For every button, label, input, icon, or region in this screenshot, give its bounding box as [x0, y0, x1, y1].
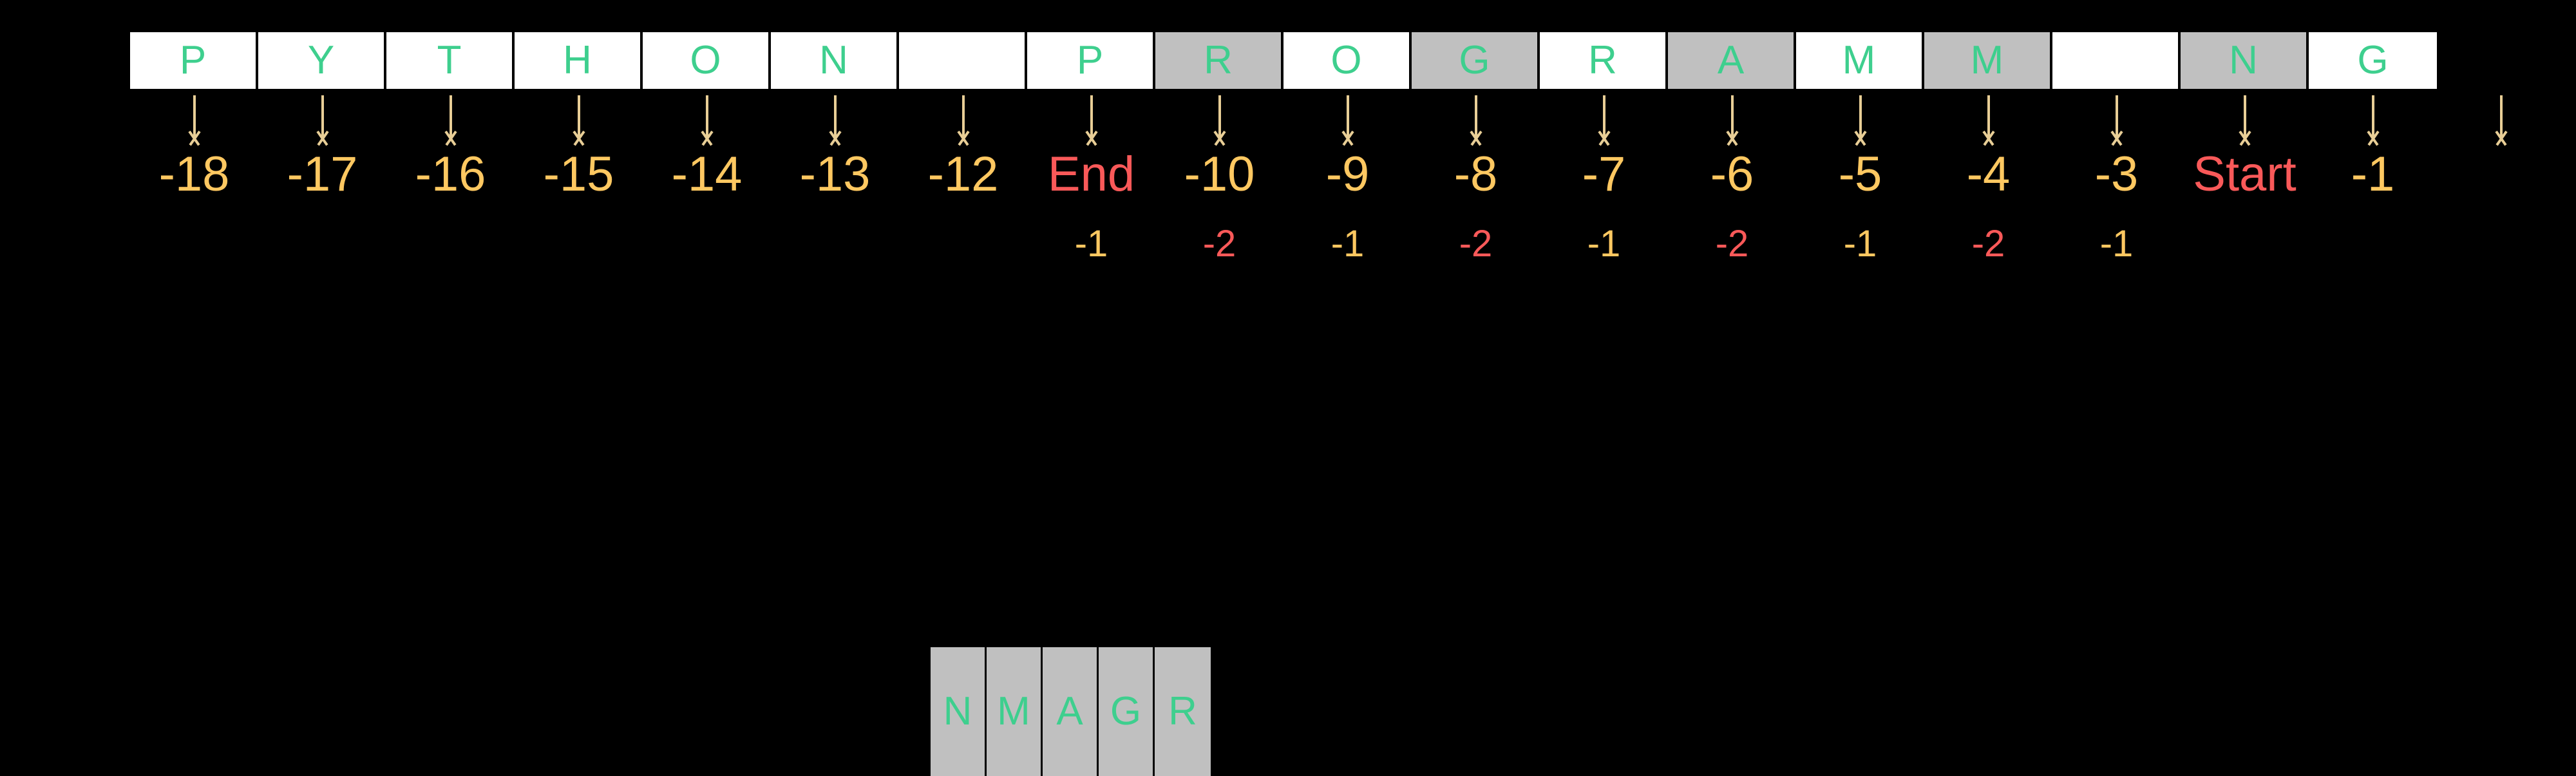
step-label: -2	[1202, 223, 1236, 265]
index-number: -10	[1184, 147, 1255, 202]
index-number: -12	[927, 147, 999, 202]
string-cell: G	[1412, 32, 1540, 89]
step-label: -1	[1331, 223, 1365, 265]
step-label: -1	[1587, 223, 1621, 265]
index-number: -9	[1325, 147, 1370, 202]
index-marker-start: Start	[2193, 147, 2297, 202]
index-number: -13	[799, 147, 871, 202]
string-cell: P	[130, 32, 258, 89]
string-cell: O	[1283, 32, 1412, 89]
string-cell: O	[643, 32, 771, 89]
step-label: -2	[1971, 223, 2005, 265]
step-label: -2	[1715, 223, 1749, 265]
string-cell: R	[1540, 32, 1668, 89]
index-number: -8	[1454, 147, 1498, 202]
step-label: -1	[1074, 223, 1108, 265]
index-number: -17	[287, 147, 358, 202]
string-cell: P	[1027, 32, 1155, 89]
result-cell: M	[987, 647, 1043, 776]
string-cell: G	[2309, 32, 2437, 89]
index-number: -5	[1838, 147, 1882, 202]
string-cell: A	[1668, 32, 1796, 89]
string-cell: H	[515, 32, 643, 89]
index-number: -18	[158, 147, 230, 202]
index-number: -14	[671, 147, 743, 202]
result-cell: N	[931, 647, 987, 776]
string-cell: Y	[258, 32, 386, 89]
step-label: -1	[1843, 223, 1877, 265]
index-number: -1	[2351, 147, 2395, 202]
string-cell: M	[1796, 32, 1924, 89]
index-number: -4	[1966, 147, 2011, 202]
step-label: -1	[2099, 223, 2134, 265]
string-cell: T	[386, 32, 515, 89]
result-cell: G	[1099, 647, 1155, 776]
string-cell: N	[771, 32, 899, 89]
step-label: -2	[1459, 223, 1493, 265]
string-cell: R	[1155, 32, 1283, 89]
string-cell: M	[1924, 32, 2052, 89]
result-cell: A	[1043, 647, 1099, 776]
result-cell: R	[1155, 647, 1211, 776]
index-marker-end: End	[1047, 147, 1135, 202]
index-number: -3	[2094, 147, 2139, 202]
index-number: -7	[1582, 147, 1626, 202]
index-number: -6	[1710, 147, 1754, 202]
string-cell: I	[2052, 32, 2181, 89]
index-number: -15	[543, 147, 614, 202]
index-number: -16	[415, 147, 486, 202]
string-cell	[899, 32, 1027, 89]
string-cell: N	[2181, 32, 2309, 89]
